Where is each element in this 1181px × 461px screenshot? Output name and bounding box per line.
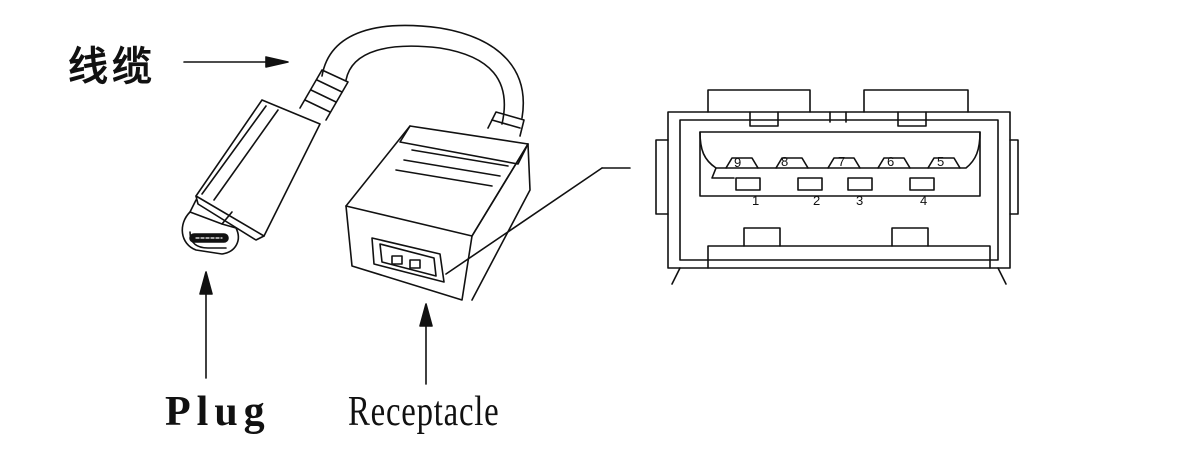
pin-label: 5 xyxy=(937,154,944,169)
cable xyxy=(299,24,525,137)
plug-label: Plug xyxy=(165,389,271,435)
pin-label: 8 xyxy=(781,154,788,169)
pin-label: 1 xyxy=(752,193,759,208)
pin-label: 9 xyxy=(734,155,741,170)
pin-label: 6 xyxy=(887,154,894,169)
pin-label: 7 xyxy=(838,154,845,169)
receptacle-housing xyxy=(345,125,531,301)
cable-label: 线缆 xyxy=(68,43,156,90)
pointer-arrows xyxy=(183,56,631,385)
usb-a-port-detail xyxy=(655,89,1019,285)
pin-label: 2 xyxy=(813,193,820,208)
receptacle-label: Receptacle xyxy=(348,389,500,435)
pin-label: 3 xyxy=(856,193,863,208)
pin-label: 4 xyxy=(920,193,927,208)
pin-numbers: 9 8 7 6 5 1 2 3 4 xyxy=(734,154,944,208)
usb-c-plug xyxy=(181,99,321,255)
